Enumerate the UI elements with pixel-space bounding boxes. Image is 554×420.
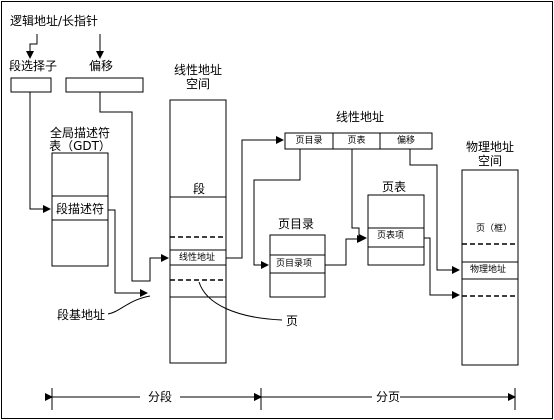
physical-space-title-line1: 物理地址 (465, 140, 514, 154)
gdt-title-line2: 表（GDT） (49, 139, 111, 153)
pd-entry-label: 页目录项 (276, 259, 313, 269)
linear-address-entry-label: 线性地址 (179, 253, 216, 263)
page-table-title: 页表 (382, 180, 407, 194)
segment-base-pointer (107, 295, 151, 315)
page-pointer-curve (198, 281, 283, 321)
offset-to-physical-arrow (409, 149, 460, 274)
segment-base-label: 段基地址 (57, 308, 106, 322)
selector-box (10, 77, 52, 93)
segment-selector-label: 段选择子 (9, 59, 58, 73)
dir-to-pd-entry-arrow (253, 149, 301, 269)
linear-space-title-line2: 空间 (185, 77, 210, 91)
linear-address-title: 线性地址 (336, 110, 385, 124)
paging-label: 分页 (376, 390, 401, 404)
la-offset-field: 偏移 (396, 136, 415, 146)
segment-label: 段 (193, 182, 206, 196)
page-directory-title: 页目录 (278, 217, 315, 231)
descriptor-to-base-arrow (108, 209, 148, 297)
linear-space-title-line1: 线性地址 (173, 63, 222, 77)
pt-to-frame-arrow (424, 237, 460, 299)
gdt-title-line1: 全局描述符 (49, 126, 110, 140)
offset-to-linear-arrow (99, 92, 169, 282)
segment-descriptor-label: 段描述符 (56, 202, 105, 216)
page-frame-label: 页（框） (476, 224, 513, 234)
la-table-field: 页表 (347, 136, 366, 146)
page-pointer-label: 页 (286, 314, 299, 328)
logical-address-label: 逻辑地址/长指针 (10, 14, 99, 28)
linear-space-column (169, 99, 227, 364)
linear-entry-to-la-arrow (226, 136, 284, 259)
pt-entry-label: 页表项 (377, 231, 405, 241)
selector-to-descriptor-arrow (29, 92, 51, 213)
la-fields-box (284, 132, 433, 150)
page-directory-box (269, 234, 326, 298)
physical-address-label: 物理地址 (470, 265, 507, 275)
segmentation-label: 分段 (148, 390, 173, 404)
la-dir-field: 页目录 (295, 136, 323, 146)
pd-to-pt-arrow (325, 235, 365, 266)
page-table-box (367, 194, 425, 266)
physical-space-title-line2: 空间 (477, 154, 502, 168)
physical-space-column (461, 169, 519, 366)
table-to-pt-entry-arrow (351, 149, 367, 242)
offset-box (65, 77, 144, 93)
offset-label: 偏移 (89, 59, 114, 73)
logical-to-selector-arrow (26, 34, 38, 59)
